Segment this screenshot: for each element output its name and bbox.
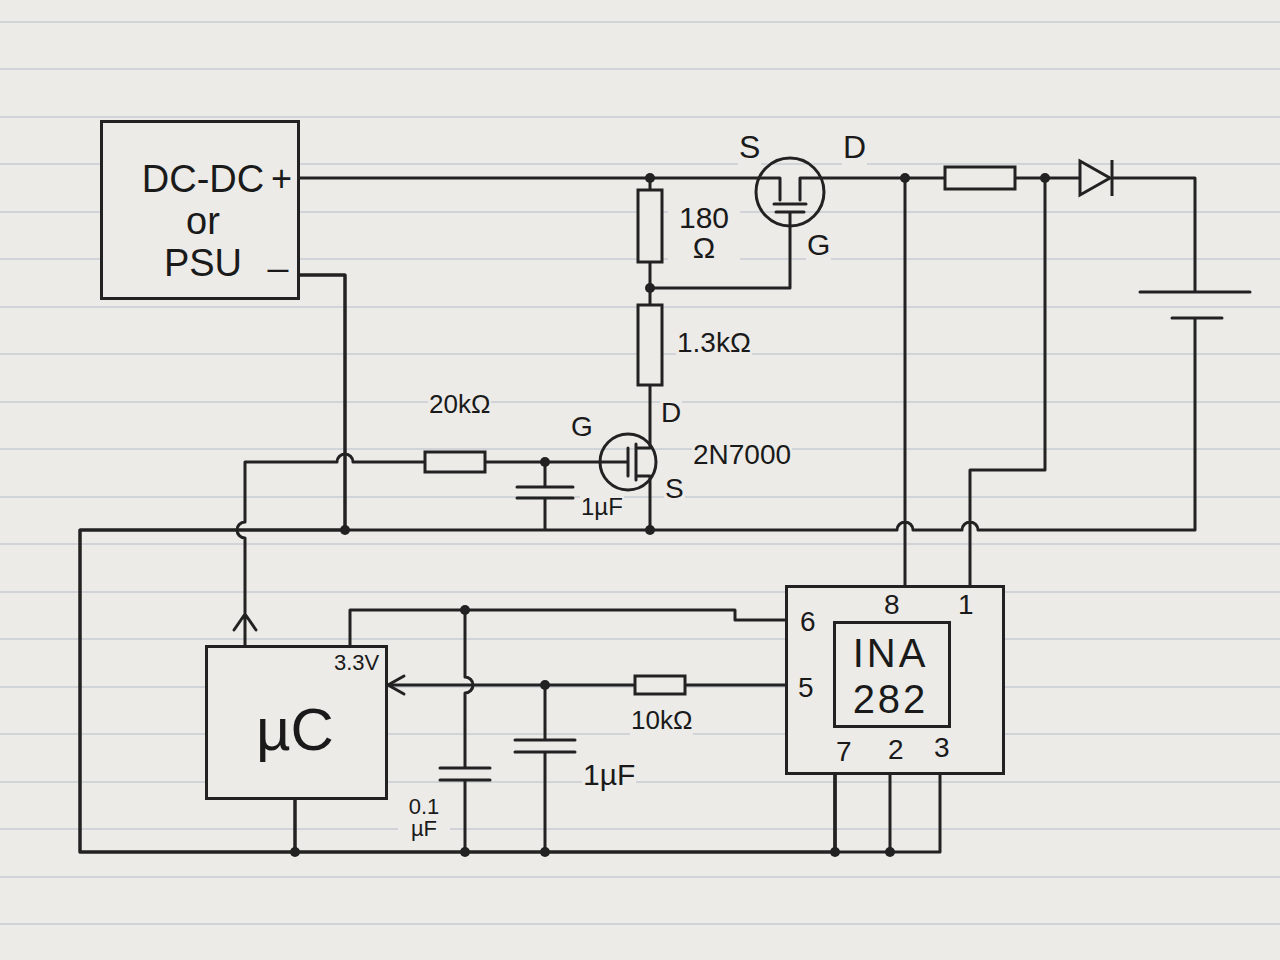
arrow-head (388, 676, 404, 694)
diode-bar (1111, 160, 1114, 196)
capacitor-value: 0.1 µF (398, 796, 450, 840)
paper-rules (0, 22, 1280, 924)
ic-label-box: INA 282 (833, 621, 951, 728)
capacitor-value: 1µF (582, 758, 636, 791)
wire (388, 684, 785, 687)
diode-symbol (1080, 161, 1110, 195)
terminal-letter: S (738, 130, 761, 165)
pin-number: 6 (800, 608, 816, 636)
part-number: 2N7000 (692, 440, 792, 471)
pin-number: 1 (958, 591, 974, 619)
pin-number: 2 (888, 736, 904, 764)
resistor-symbol (638, 305, 662, 385)
resistor-value: 10kΩ (630, 706, 693, 735)
terminal-letter: D (842, 130, 867, 165)
resistor-symbol (638, 190, 662, 262)
microcontroller-box: 3.3V µC (205, 645, 388, 800)
supply-name: DC-DC or PSU (128, 158, 278, 284)
ic-body: 6 8 1 5 7 2 3 INA 282 (785, 585, 1005, 775)
chip-name: INA 282 (836, 630, 945, 722)
terminal-letter: S (664, 474, 685, 505)
wire (350, 610, 785, 645)
resistor-value: 180 Ω (668, 203, 740, 263)
wire (80, 275, 835, 852)
resistor-symbol (945, 167, 1015, 189)
pin-number: 7 (836, 738, 852, 766)
junction-dot (290, 173, 1050, 857)
terminal-letter: G (806, 228, 831, 261)
pin-number: 5 (798, 674, 814, 702)
resistor-value: 1.3kΩ (676, 328, 752, 359)
resistor-symbol (425, 452, 485, 472)
resistor-value: 20kΩ (428, 390, 491, 419)
resistor-symbol (635, 676, 685, 694)
pin-sign: _ (268, 235, 288, 271)
capacitor-value: 1µF (580, 494, 624, 520)
chip-name: µC (208, 700, 382, 760)
terminal-letter: G (570, 412, 594, 443)
pin-number: 8 (884, 591, 900, 619)
pin-sign: + (271, 161, 292, 197)
supply-box: DC-DC or PSU+ _ (100, 120, 300, 300)
terminal-letter: D (660, 398, 682, 429)
pin-number: 3 (934, 734, 950, 762)
supply-voltage: 3.3V (334, 652, 379, 674)
